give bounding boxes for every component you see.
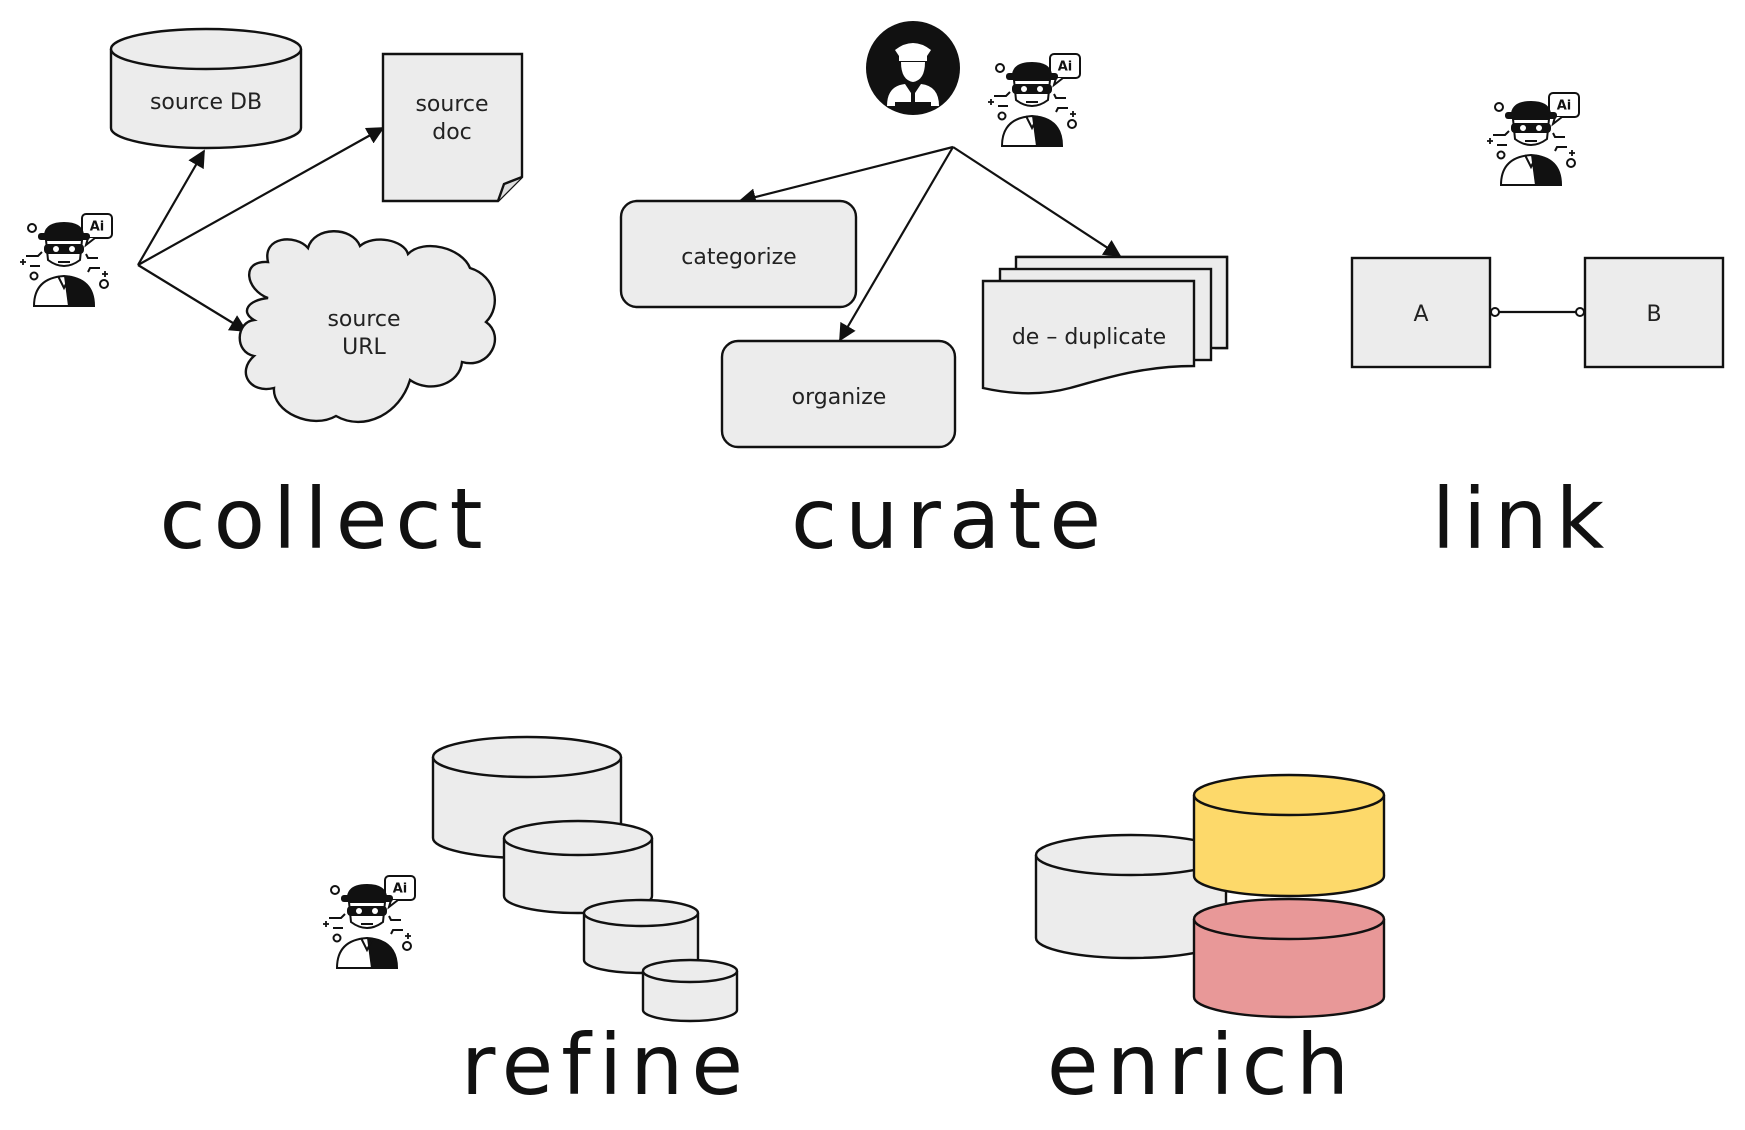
arrow-to-source-db xyxy=(137,149,205,266)
entity-b-label: B xyxy=(1646,302,1661,327)
enrich-cylinder-yellow xyxy=(1192,773,1386,898)
source-doc-label-line2: doc xyxy=(432,120,472,145)
source-db-label: source DB xyxy=(150,90,262,115)
enrich-cylinder-red xyxy=(1192,897,1386,1019)
arrow-to-source-url xyxy=(137,264,248,332)
curate-title: curate xyxy=(791,470,1109,568)
organize-label: organize xyxy=(792,385,887,410)
ai-robot-icon xyxy=(987,53,1081,147)
ai-robot-icon xyxy=(19,213,113,307)
enrich-cylinder-grey xyxy=(1034,833,1228,960)
deduplicate-label: de – duplicate xyxy=(1012,325,1166,350)
categorize-label: categorize xyxy=(681,245,796,270)
ai-robot-icon xyxy=(1486,92,1580,186)
refine-cylinder-medium xyxy=(502,819,654,915)
refine-title: refine xyxy=(461,1016,751,1114)
enrich-title: enrich xyxy=(1047,1016,1357,1114)
refine-cylinder-small xyxy=(582,898,700,975)
deduplicate-multidocument: de – duplicate xyxy=(981,255,1229,395)
source-url-label-line1: source xyxy=(327,307,400,332)
source-url-cloud: source URL xyxy=(238,230,497,424)
officer-icon xyxy=(866,21,960,115)
link-section: A B link xyxy=(1350,92,1725,568)
entity-b-box: B xyxy=(1583,256,1725,369)
link-connector xyxy=(1490,307,1585,317)
organize-box: organize xyxy=(720,339,957,449)
arrow-to-deduplicate xyxy=(952,146,1122,257)
link-title: link xyxy=(1432,470,1613,568)
source-doc-shape: source doc xyxy=(381,52,524,203)
entity-a-box: A xyxy=(1350,256,1492,369)
refine-cylinder-tiny xyxy=(641,958,739,1023)
source-url-label-line2: URL xyxy=(342,335,386,360)
collect-section: source DB source doc source URL collect xyxy=(19,27,524,568)
source-doc-label-line1: source xyxy=(415,92,488,117)
categorize-box: categorize xyxy=(619,199,858,309)
arrow-to-source-doc xyxy=(137,127,385,266)
collect-title: collect xyxy=(159,470,490,568)
arrow-to-categorize xyxy=(738,145,954,206)
enrich-section: enrich xyxy=(1034,773,1386,1114)
arrow-to-organize xyxy=(839,146,954,342)
entity-a-label: A xyxy=(1413,302,1428,327)
ai-robot-icon xyxy=(322,875,416,969)
source-db-cylinder: source DB xyxy=(109,27,303,150)
curate-section: categorize organize de – duplicate curat… xyxy=(619,21,1229,568)
refine-section: refine xyxy=(322,735,751,1114)
